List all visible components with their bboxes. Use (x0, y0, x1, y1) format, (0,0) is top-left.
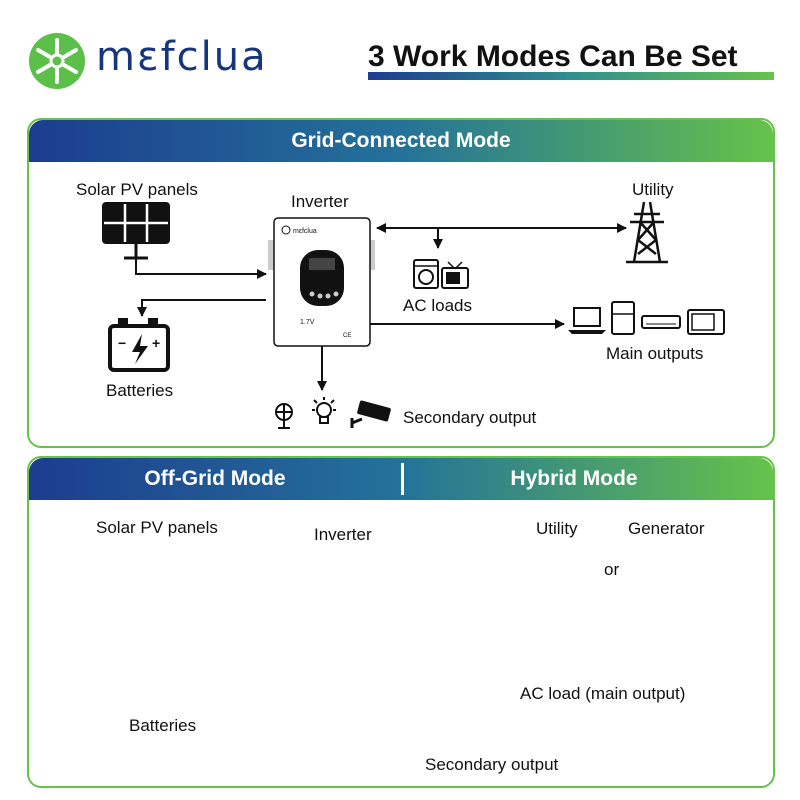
inverter-label: Inverter (314, 525, 372, 544)
solar-label: Solar PV panels (76, 180, 198, 199)
snowflake-logo-icon (29, 33, 85, 89)
title-underline (368, 72, 774, 80)
secondary-output-label: Secondary output (403, 408, 537, 427)
utility-label: Utility (632, 180, 674, 199)
banner-divider (401, 463, 404, 495)
secondary-output-label: Secondary output (425, 755, 559, 774)
offgrid-mode-title: Off-Grid Mode (144, 467, 286, 490)
grid-mode-banner: Grid-Connected Mode (29, 120, 773, 162)
generator-label: Generator (628, 519, 705, 538)
utility-label: Utility (536, 519, 578, 538)
solar-label: Solar PV panels (96, 518, 218, 537)
ac-load-label: AC load (main output) (520, 684, 686, 703)
offgrid-hybrid-panel: Off-Grid Mode Hybrid Mode (27, 456, 775, 788)
batteries-label: Batteries (129, 716, 197, 735)
hybrid-mode-title: Hybrid Mode (510, 467, 638, 490)
page-title: 3 Work Modes Can Be Set (368, 40, 738, 73)
brand-logo (28, 32, 86, 90)
grid-mode-title: Grid-Connected Mode (291, 129, 511, 152)
main-outputs-label: Main outputs (606, 344, 704, 363)
brand-name: mεfclua (96, 34, 268, 80)
inverter-label: Inverter (291, 192, 349, 211)
or-label: or (604, 560, 620, 579)
ac-loads-label: AC loads (403, 296, 472, 315)
offgrid-hybrid-banner: Off-Grid Mode Hybrid Mode (29, 458, 773, 500)
grid-mode-panel: Grid-Connected Mode (27, 118, 775, 448)
batteries-label: Batteries (106, 381, 174, 400)
